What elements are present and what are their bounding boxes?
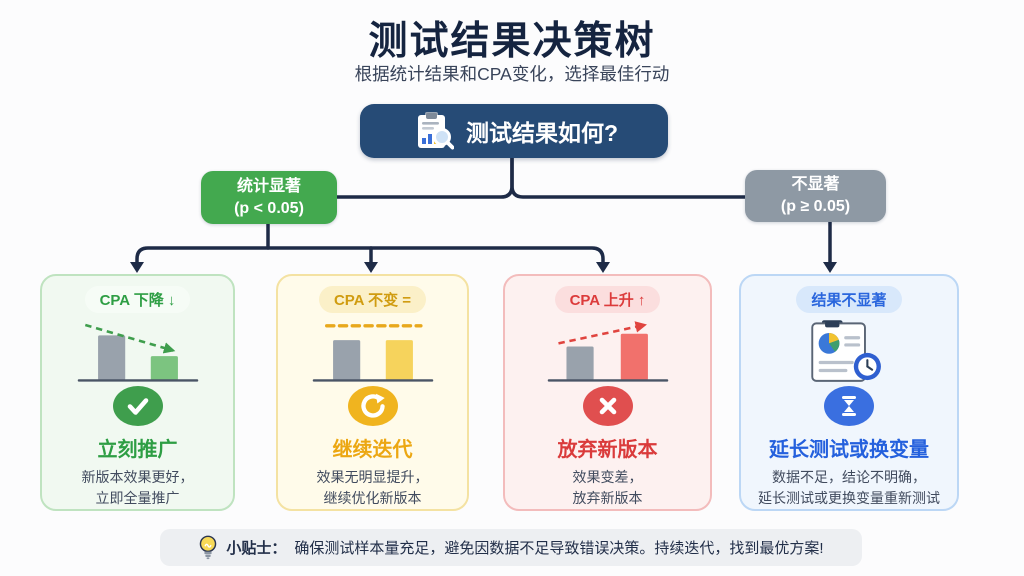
page-subtitle: 根据统计结果和CPA变化，选择最佳行动 xyxy=(354,64,670,84)
lightbulb-icon xyxy=(200,535,217,560)
x-circle-icon xyxy=(582,386,633,426)
variant-bar xyxy=(620,333,648,381)
refresh-circle-icon xyxy=(347,386,398,426)
arrowhead-card2 xyxy=(364,262,378,273)
clipboard-magnifier-icon xyxy=(417,112,454,150)
card-cpa-flat: CPA 不变 = 继续迭代 效果无明显提升， 继续优化新版本 xyxy=(276,274,469,511)
branch-not-significant: 不显著 (p ≥ 0.05) xyxy=(745,170,886,222)
branch-significant-line1: 统计显著 xyxy=(236,177,301,195)
control-bar xyxy=(565,346,594,381)
control-bar xyxy=(97,335,125,381)
card-cpa-down: CPA 下降 ↓ 立刻推广 新版本效果更好， 立即全量推广 xyxy=(40,274,235,511)
arrowhead-card4 xyxy=(823,262,837,273)
card-cpa-up: CPA 上升 ↑ 放弃新版本 效果变差， 放弃新版本 xyxy=(503,274,712,511)
tip-bar: 小贴士： 确保测试样本量充足，避免因数据不足导致错误决策。持续迭代，找到最优方案… xyxy=(160,529,862,566)
card-not-significant-title: 延长测试或换变量 xyxy=(769,439,929,461)
report-clock-icon xyxy=(811,320,881,382)
cpa-flat-chart xyxy=(312,324,433,382)
card-cpa-down-body: 新版本效果更好， 立即全量推广 xyxy=(81,469,194,506)
branch-not-significant-line1: 不显著 xyxy=(791,176,840,194)
tip-text: 确保测试样本量充足，避免因数据不足导致错误决策。持续迭代，找到最优方案! xyxy=(294,540,824,557)
variant-bar xyxy=(385,340,413,381)
edge-root-to-not-significant xyxy=(510,156,747,199)
card-cpa-flat-body: 效果无明显提升， 继续优化新版本 xyxy=(316,469,429,506)
card-not-significant-badge: 结果不显著 xyxy=(796,286,902,313)
branch-significant: 统计显著 (p < 0.05) xyxy=(201,171,337,224)
card-cpa-flat-title: 继续迭代 xyxy=(332,439,413,461)
card-cpa-up-body: 效果变差， 放弃新版本 xyxy=(572,469,643,506)
root-question: 测试结果如何? xyxy=(465,120,619,146)
card-not-significant-body: 数据不足，结论不明确， 延长测试或更换变量重新测试 xyxy=(758,469,940,506)
cpa-down-chart xyxy=(77,323,198,382)
arrowhead-card1 xyxy=(130,262,144,273)
edge-root-to-significant xyxy=(335,156,514,199)
control-bar xyxy=(332,340,360,381)
tip-label: 小贴士： xyxy=(226,540,287,557)
root-node: 测试结果如何? xyxy=(360,104,668,158)
cpa-up-chart xyxy=(547,321,668,382)
branch-not-significant-line2: (p ≥ 0.05) xyxy=(780,198,851,215)
card-not-significant: 结果不显著 延长测试或换变量 数据 xyxy=(739,274,959,511)
check-circle-icon xyxy=(112,386,163,426)
page-title: 测试结果决策树 xyxy=(368,20,656,63)
branch-significant-line2: (p < 0.05) xyxy=(234,199,304,217)
trend-up-arrow xyxy=(557,321,647,345)
trend-down-arrow xyxy=(84,323,175,354)
card-cpa-down-title: 立刻推广 xyxy=(97,439,178,461)
card-cpa-flat-badge: CPA 不变 = xyxy=(318,286,427,313)
variant-bar xyxy=(150,356,178,381)
edge-significant-fanout xyxy=(135,246,605,266)
arrowhead-card3 xyxy=(596,262,610,273)
card-cpa-down-badge: CPA 下降 ↓ xyxy=(84,286,191,313)
hourglass-circle-icon xyxy=(824,386,874,426)
card-cpa-up-badge: CPA 上升 ↑ xyxy=(554,286,661,313)
card-cpa-up-title: 放弃新版本 xyxy=(557,439,658,461)
